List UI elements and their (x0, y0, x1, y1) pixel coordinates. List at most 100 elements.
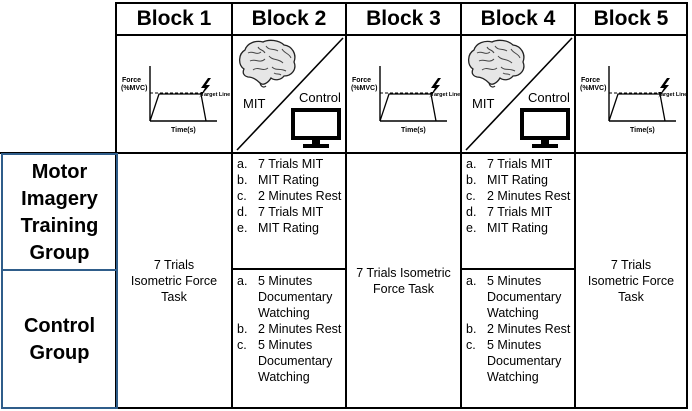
step-item: a. 7 Trials MIT (237, 156, 343, 172)
target-line-label: Target Line (201, 92, 230, 98)
mit-label: MIT (243, 96, 266, 111)
control-group-label: Control Group (23, 315, 96, 364)
brain-icon (467, 39, 525, 88)
force-ylabel-2: (%MVC) (580, 85, 606, 92)
grid-col-line-2 (231, 2, 233, 409)
step-marker: c. (466, 338, 476, 352)
lightning-icon (199, 78, 211, 98)
split-diagonal (465, 37, 573, 151)
force-xlabel: Time(s) (630, 127, 655, 134)
force-ylabel-1: Force (581, 77, 600, 84)
lightning-icon (658, 78, 670, 98)
step-marker: d. (466, 205, 477, 219)
step-marker: a. (466, 157, 477, 171)
grid-bottom-border (115, 407, 688, 409)
step-text: 2 Minutes Rest (487, 322, 571, 336)
step-text: 7 Trials MIT (258, 205, 324, 219)
grid-col-line-5 (574, 2, 576, 409)
grid-top-border (115, 2, 688, 4)
step-marker: a. (237, 274, 248, 288)
split-cell-block-2: MIT Control (233, 36, 345, 152)
step-text: 5 Minutes Documentary Watching (258, 338, 333, 384)
grid-col-line-4 (460, 2, 462, 409)
step-marker: b. (466, 173, 477, 187)
brain-icon (238, 39, 296, 88)
control-group-frame (1, 269, 118, 409)
step-text: 2 Minutes Rest (258, 322, 342, 336)
step-text: 7 Trials MIT (487, 157, 553, 171)
step-item: c. 5 Minutes Documentary Watching (466, 337, 572, 385)
step-item: c. 2 Minutes Rest (237, 188, 343, 204)
step-marker: d. (237, 205, 248, 219)
grid-group-divider-block2 (231, 268, 346, 270)
mit-step-list-block-4: a. 7 Trials MIT b. MIT Rating c. 2 Minutes Re… (466, 156, 572, 236)
step-item: d. 7 Trials MIT (237, 204, 343, 220)
grid-group-divider-block4 (460, 268, 574, 270)
isometric-task-block-5: 7 Trials Isometric Force Task (587, 257, 675, 304)
step-marker: a. (466, 274, 477, 288)
step-text: MIT Rating (487, 221, 548, 235)
step-item: a. 7 Trials MIT (466, 156, 572, 172)
step-text: 5 Minutes Documentary Watching (487, 338, 562, 384)
block-5-header: Block 5 (593, 7, 669, 30)
step-item: c. 2 Minutes Rest (466, 188, 572, 204)
block-1-header: Block 1 (136, 7, 212, 30)
control-step-list-block-4: a. 5 Minutes Documentary Watching b. 2 Minu… (466, 273, 572, 385)
grid-header-divider (115, 34, 688, 36)
step-marker: c. (237, 189, 247, 203)
step-marker: e. (466, 221, 477, 235)
step-item: a. 5 Minutes Documentary Watching (237, 273, 343, 321)
step-item: b. 2 Minutes Rest (466, 321, 572, 337)
force-ylabel-1: Force (352, 77, 371, 84)
step-text: 7 Trials MIT (258, 157, 324, 171)
block-3-header: Block 3 (366, 7, 441, 30)
step-marker: a. (237, 157, 248, 171)
isometric-task-block-3: 7 Trials Isometric Force Task (356, 265, 451, 296)
monitor-icon (291, 108, 341, 148)
step-text: MIT Rating (258, 173, 319, 187)
step-marker: b. (237, 322, 248, 336)
step-text: 2 Minutes Rest (258, 189, 342, 203)
step-marker: b. (237, 173, 248, 187)
force-ylabel-2: (%MVC) (351, 85, 377, 92)
step-text: MIT Rating (487, 173, 548, 187)
step-text: 2 Minutes Rest (487, 189, 571, 203)
target-line-label: Target Line (431, 92, 460, 98)
force-plot-block-3: Force (%MVC) Time(s) Target Line (351, 66, 460, 134)
control-label: Control (299, 90, 341, 105)
grid-image-divider (0, 152, 688, 154)
mit-group-label: Motor Imagery Training Group (20, 161, 99, 264)
mit-step-list-block-2: a. 7 Trials MIT b. MIT Rating c. 2 Minutes Re… (237, 156, 343, 236)
step-text: 5 Minutes Documentary Watching (487, 274, 562, 320)
force-plot-block-1: Force (%MVC) Time(s) Target Line (121, 66, 230, 134)
isometric-task-block-1: 7 Trials Isometric Force Task (130, 257, 218, 304)
step-item: e. MIT Rating (466, 220, 572, 236)
step-marker: c. (466, 189, 476, 203)
control-step-list-block-2: a. 5 Minutes Documentary Watching b. 2 Minu… (237, 273, 343, 385)
force-ylabel-2: (%MVC) (121, 85, 147, 92)
split-cell-block-4: MIT Control (462, 36, 574, 152)
step-text: 7 Trials MIT (487, 205, 553, 219)
step-item: c. 5 Minutes Documentary Watching (237, 337, 343, 385)
step-marker: e. (237, 221, 248, 235)
control-label: Control (528, 90, 570, 105)
monitor-icon (520, 108, 570, 148)
step-item: a. 5 Minutes Documentary Watching (466, 273, 572, 321)
force-xlabel: Time(s) (171, 127, 196, 134)
target-line-label: Target Line (658, 92, 687, 98)
force-plot-block-5: Force (%MVC) Time(s) Target Line (580, 66, 687, 134)
step-item: b. MIT Rating (466, 172, 572, 188)
block-2-header: Block 2 (251, 7, 327, 30)
step-text: 5 Minutes Documentary Watching (258, 274, 333, 320)
step-item: e.MIT Rating (237, 220, 343, 236)
step-item: b. MIT Rating (237, 172, 343, 188)
grid-col-line-6 (686, 2, 688, 409)
force-xlabel: Time(s) (401, 127, 426, 134)
lightning-icon (429, 78, 441, 98)
step-item: b. 2 Minutes Rest (237, 321, 343, 337)
grid-col-line-3 (345, 2, 347, 409)
step-item: d. 7 Trials MIT (466, 204, 572, 220)
step-marker: c. (237, 338, 247, 352)
split-diagonal (236, 37, 344, 151)
step-marker: b. (466, 322, 477, 336)
